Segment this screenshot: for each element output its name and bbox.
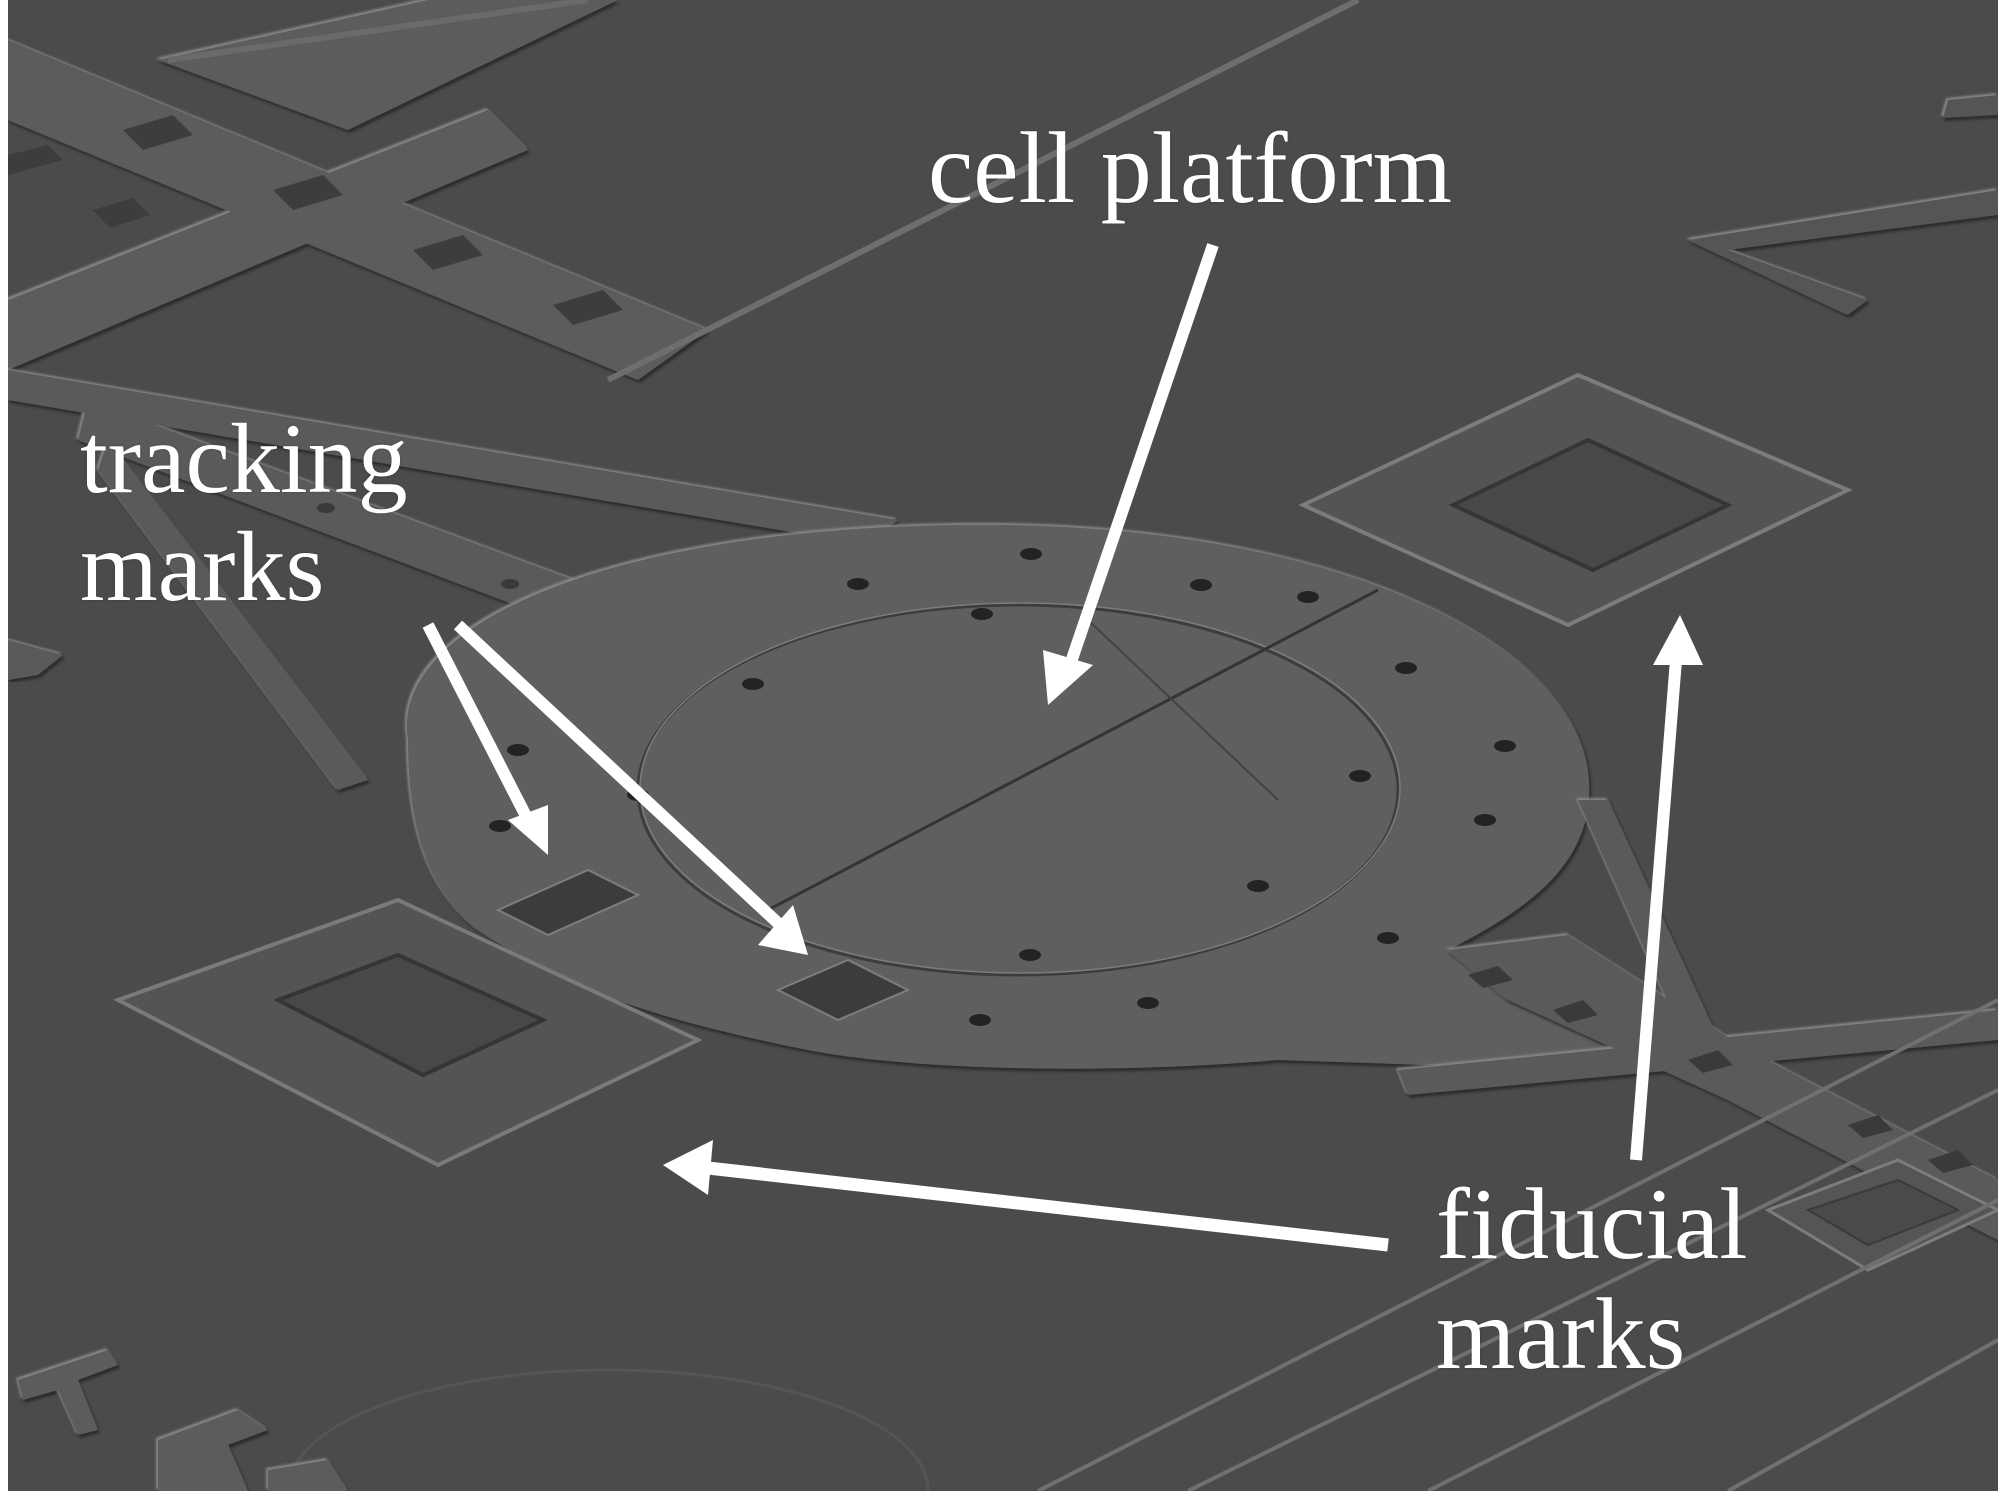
tracking-marks bbox=[495, 868, 911, 1022]
cell-platform-body bbox=[406, 524, 1668, 1070]
top-left-beam bbox=[8, 0, 708, 380]
fiducial-mark-right bbox=[1298, 372, 1853, 628]
tracking-arrow-2-icon bbox=[453, 620, 808, 955]
tracking-marks-label: tracking marks bbox=[80, 405, 408, 621]
tracking-label-line1: tracking bbox=[80, 403, 408, 514]
fiducial-marks-label: fiducial marks bbox=[1436, 1170, 1748, 1390]
fiducial-arrow-up-icon bbox=[1630, 615, 1703, 1161]
device-structures bbox=[8, 0, 1998, 1491]
cell-platform-arrow-icon bbox=[1043, 243, 1219, 705]
fiducial-arrow-left-icon bbox=[663, 1140, 1389, 1252]
support-arms bbox=[8, 370, 898, 790]
sem-micrograph: cell platform tracking marks fiducial ma… bbox=[8, 0, 1998, 1491]
fiducial-mark-left bbox=[112, 897, 703, 1168]
tracking-arrow-1-icon bbox=[422, 622, 548, 855]
annotation-arrows bbox=[422, 243, 1703, 1252]
platform-dots bbox=[489, 548, 1516, 1026]
cell-platform-label: cell platform bbox=[928, 112, 1452, 225]
tracking-label-line2: marks bbox=[80, 511, 325, 622]
fiducial-label-line2: marks bbox=[1436, 1278, 1686, 1391]
fiducial-label-line1: fiducial bbox=[1436, 1168, 1748, 1281]
